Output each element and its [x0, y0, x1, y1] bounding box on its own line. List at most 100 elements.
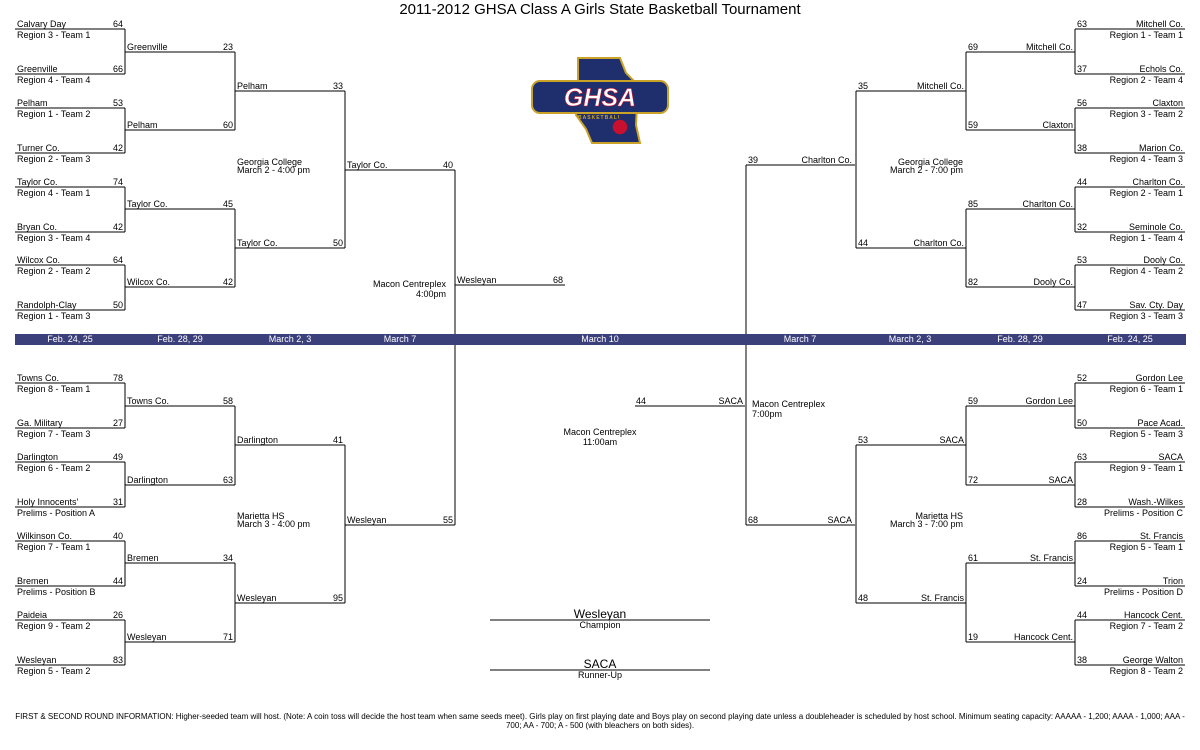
- team-score: 44: [636, 396, 647, 406]
- team-score: 58: [222, 396, 233, 406]
- team-score: 40: [442, 160, 453, 170]
- logo-subtext: BASKETBALL: [578, 115, 622, 121]
- team-score: 19: [968, 632, 979, 642]
- team-name: St. Francis: [1139, 531, 1183, 541]
- team-name: Taylor Co.: [237, 238, 278, 248]
- team-name: Charlton Co.: [913, 238, 964, 248]
- team-score: 68: [748, 515, 759, 525]
- team-score: 47: [1077, 300, 1088, 310]
- team-score: 68: [552, 275, 563, 285]
- team-seed: Region 5 - Team 3: [1109, 429, 1183, 439]
- team-name: Claxton: [1152, 98, 1183, 108]
- date-label: Feb. 28, 29: [997, 334, 1043, 344]
- team-name: Ga. Military: [17, 418, 63, 428]
- team-seed: Region 4 - Team 1: [17, 188, 91, 198]
- team-name: Greenville: [17, 64, 58, 74]
- team-name: Wilcox Co.: [17, 255, 61, 265]
- team-score: 32: [1077, 222, 1088, 232]
- team-name: George Walton: [1122, 655, 1183, 665]
- team-name: Wesleyan: [127, 632, 167, 642]
- team-seed: Prelims - Position D: [1103, 587, 1183, 597]
- team-seed: Region 1 - Team 4: [1109, 233, 1183, 243]
- team-score: 33: [332, 81, 343, 91]
- venue-time: March 3 - 7:00 pm: [889, 519, 963, 529]
- team-score: 53: [1077, 255, 1088, 265]
- team-seed: Region 3 - Team 1: [17, 30, 91, 40]
- team-score: 42: [112, 222, 123, 232]
- team-name: Towns Co.: [17, 373, 60, 383]
- team-score: 95: [332, 593, 343, 603]
- venue-place: Macon Centreplex: [563, 427, 637, 437]
- team-score: 53: [112, 98, 123, 108]
- team-score: 44: [112, 576, 123, 586]
- footnote: FIRST & SECOND ROUND INFORMATION: Higher…: [15, 712, 1185, 730]
- venue-time: March 2 - 4:00 pm: [237, 165, 311, 175]
- team-name: Taylor Co.: [17, 177, 58, 187]
- team-score: 83: [112, 655, 123, 665]
- team-score: 49: [112, 452, 123, 462]
- date-label: March 10: [581, 334, 619, 344]
- team-score: 82: [968, 277, 979, 287]
- team-score: 50: [332, 238, 343, 248]
- team-name: Wash.-Wilkes: [1128, 497, 1183, 507]
- team-name: Trion: [1162, 576, 1183, 586]
- team-seed: Prelims - Position B: [17, 587, 96, 597]
- team-score: 61: [968, 553, 979, 563]
- venue-place: Marietta HS: [915, 511, 963, 521]
- team-name: Wesleyan: [237, 593, 277, 603]
- team-score: 59: [968, 396, 979, 406]
- team-name: Wesleyan: [457, 275, 497, 285]
- team-seed: Region 6 - Team 2: [17, 463, 91, 473]
- team-score: 69: [968, 42, 979, 52]
- team-name: St. Francis: [1029, 553, 1073, 563]
- team-name: Darlington: [237, 435, 279, 445]
- team-score: 42: [222, 277, 233, 287]
- team-name: Randolph-Clay: [17, 300, 77, 310]
- team-name: Holy Innocents': [17, 497, 79, 507]
- team-name: Dooly Co.: [1033, 277, 1073, 287]
- team-score: 66: [112, 64, 123, 74]
- team-name: Towns Co.: [127, 396, 170, 406]
- champion-label: Champion: [579, 620, 621, 630]
- ghsa-basketball-logo-icon: GHSA BASKETBALL: [528, 55, 672, 147]
- runner-up-team: SACA: [583, 657, 617, 671]
- team-seed: Region 2 - Team 3: [17, 154, 91, 164]
- team-seed: Region 6 - Team 1: [1109, 384, 1183, 394]
- team-seed: Region 3 - Team 2: [1109, 109, 1183, 119]
- team-score: 71: [222, 632, 233, 642]
- team-name: Marion Co.: [1138, 143, 1183, 153]
- team-name: Greenville: [127, 42, 168, 52]
- team-score: 64: [112, 19, 123, 29]
- team-score: 50: [1077, 418, 1088, 428]
- team-score: 35: [858, 81, 869, 91]
- team-score: 40: [112, 531, 123, 541]
- team-name: Charlton Co.: [1022, 199, 1073, 209]
- team-name: Hancock Cent.: [1123, 610, 1183, 620]
- team-name: Dooly Co.: [1143, 255, 1183, 265]
- team-score: 50: [112, 300, 123, 310]
- team-score: 56: [1077, 98, 1088, 108]
- team-name: Taylor Co.: [127, 199, 168, 209]
- venue-place: Marietta HS: [237, 511, 285, 521]
- team-seed: Region 4 - Team 2: [1109, 266, 1183, 276]
- logo-text: GHSA: [564, 84, 636, 112]
- venue-place: Macon Centreplex: [752, 399, 826, 409]
- team-name: Echols Co.: [1139, 64, 1183, 74]
- team-score: 23: [222, 42, 233, 52]
- team-score: 55: [442, 515, 453, 525]
- team-score: 34: [222, 553, 233, 563]
- team-score: 44: [1077, 610, 1088, 620]
- team-name: Pace Acad.: [1137, 418, 1183, 428]
- team-seed: Region 8 - Team 2: [1109, 666, 1183, 676]
- team-score: 72: [968, 475, 979, 485]
- team-seed: Region 5 - Team 2: [17, 666, 91, 676]
- team-seed: Region 1 - Team 3: [17, 311, 91, 321]
- date-bar: Feb. 24, 25 Feb. 28, 29 March 2, 3 March…: [15, 334, 1186, 345]
- team-seed: Region 7 - Team 3: [17, 429, 91, 439]
- team-name: Gordon Lee: [1135, 373, 1183, 383]
- team-name: Charlton Co.: [801, 155, 852, 165]
- team-name: Mitchell Co.: [916, 81, 964, 91]
- team-score: 86: [1077, 531, 1088, 541]
- team-name: Darlington: [127, 475, 169, 485]
- date-label: March 7: [383, 334, 417, 344]
